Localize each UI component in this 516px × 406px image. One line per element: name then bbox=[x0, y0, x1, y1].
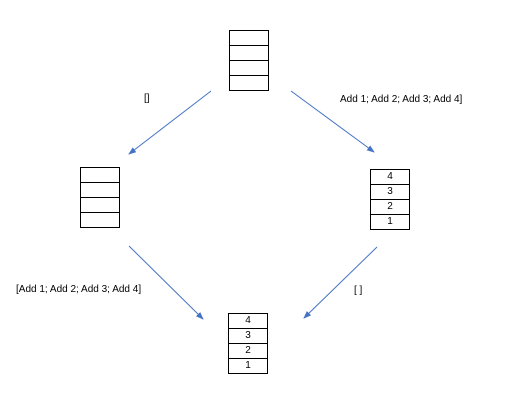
arrow-top-to-left bbox=[128, 90, 212, 155]
stack-top-empty bbox=[229, 30, 269, 91]
stack-slot bbox=[230, 31, 268, 46]
arrow-top-to-right bbox=[290, 90, 375, 153]
stack-slot: 2 bbox=[371, 200, 409, 215]
stack-slot bbox=[81, 198, 119, 213]
stack-slot bbox=[81, 183, 119, 198]
stack-slot: 3 bbox=[371, 185, 409, 200]
stack-slot: 1 bbox=[229, 359, 267, 374]
stack-slot bbox=[81, 213, 119, 228]
stack-slot: 3 bbox=[229, 329, 267, 344]
stack-slot bbox=[230, 61, 268, 76]
stack-slot: 4 bbox=[371, 170, 409, 185]
arrow-left-to-bottom bbox=[128, 245, 204, 320]
stack-left-empty bbox=[80, 167, 120, 228]
edge-label-top-left: [] bbox=[144, 93, 150, 104]
edge-label-top-right: Add 1; Add 2; Add 3; Add 4] bbox=[340, 94, 463, 105]
stack-slot: 2 bbox=[229, 344, 267, 359]
stack-slot bbox=[230, 76, 268, 91]
edge-label-bottom-right: [ ] bbox=[354, 285, 363, 296]
stack-slot bbox=[230, 46, 268, 61]
stack-right-filled: 4 3 2 1 bbox=[370, 169, 410, 230]
stack-slot bbox=[81, 168, 119, 183]
stack-bottom-filled: 4 3 2 1 bbox=[228, 313, 268, 374]
arrow-right-to-bottom bbox=[303, 246, 378, 319]
stack-slot: 4 bbox=[229, 314, 267, 329]
stack-slot: 1 bbox=[371, 215, 409, 230]
edge-label-bottom-left: [Add 1; Add 2; Add 3; Add 4] bbox=[16, 284, 142, 295]
